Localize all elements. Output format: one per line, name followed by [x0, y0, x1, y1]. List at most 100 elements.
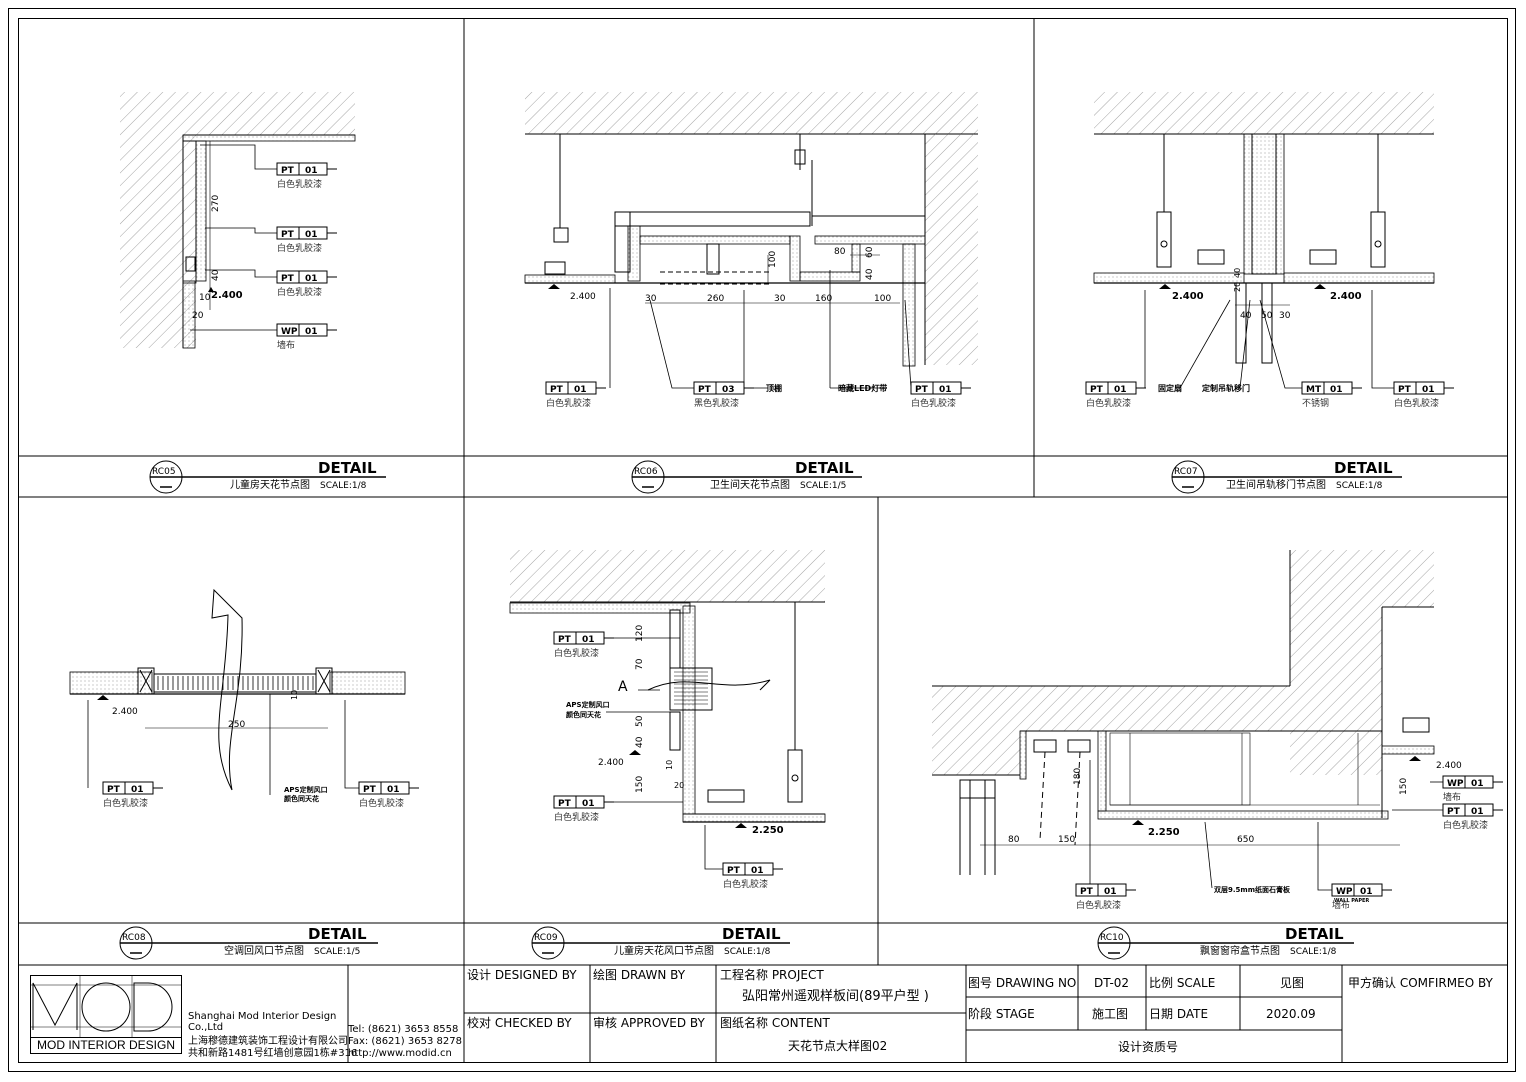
tag-label: 白色乳胶漆 — [277, 286, 322, 298]
tag-label: 白色乳胶漆 — [103, 797, 148, 809]
tag-code: PT — [1447, 807, 1461, 817]
tag-label: 黑色乳胶漆 — [694, 397, 739, 409]
tag-code: WP — [1447, 779, 1464, 789]
detail-heading: DETAIL — [308, 925, 367, 943]
tag-number: 01 — [939, 385, 952, 395]
tag-label: 墙布 — [1332, 899, 1350, 911]
title-block-lines — [347, 965, 1343, 1063]
tag-label: 白色乳胶漆 — [277, 178, 322, 190]
checked-by-label: 校对 CHECKED BY — [467, 1016, 572, 1030]
rc07-dim: 20 — [1233, 282, 1242, 292]
approved-by-label: 审核 APPROVED BY — [593, 1016, 705, 1030]
rc09-level: 2.400 — [598, 758, 624, 768]
rc07-note: 定制吊轨移门 — [1201, 383, 1250, 393]
rc07-dim: 30 — [1279, 311, 1291, 321]
tag-code: WP — [281, 327, 298, 337]
tag-label: 白色乳胶漆 — [1394, 397, 1439, 409]
company-website[interactable]: http://www.modid.cn — [348, 1048, 452, 1059]
rc05-dim: 270 — [211, 195, 221, 212]
tag-number: 01 — [305, 274, 318, 284]
detail-scale: SCALE:1/5 — [314, 947, 360, 957]
detail-heading: DETAIL — [795, 459, 854, 477]
content-label: 图纸名称 CONTENT — [720, 1016, 830, 1030]
rc06-dim: 40 — [865, 268, 875, 280]
tag-label: 墙布 — [1443, 791, 1461, 803]
tag-code: PT — [281, 230, 295, 240]
tag-number: 01 — [751, 866, 764, 876]
rc08-level: 2.400 — [112, 707, 138, 717]
tag-code: PT — [727, 866, 741, 876]
detail-scale: SCALE:1/8 — [1336, 481, 1383, 491]
scale-value: 见图 — [1280, 976, 1305, 990]
detail-id: RC10 — [1100, 933, 1124, 943]
rc08-drawing — [69, 588, 406, 791]
detail-heading: DETAIL — [1285, 925, 1344, 943]
rc06-dim: 160 — [815, 294, 832, 304]
tag-label: 白色乳胶漆 — [1076, 899, 1121, 911]
tag-number: 01 — [305, 327, 318, 337]
tag-code: PT — [363, 785, 377, 795]
tag-number: 01 — [1330, 385, 1343, 395]
drawing-frame — [8, 8, 1516, 1072]
rc10-dim: 650 — [1237, 835, 1254, 845]
material-tag: WP 01 墙布 — [1430, 775, 1503, 803]
detail-id: RC08 — [122, 933, 146, 943]
rc10-dim: 150 — [1058, 835, 1075, 845]
detail-scale: SCALE:1/8 — [724, 947, 771, 957]
company-address: 共和新路1481号红墙创意园1栋#316 — [188, 1048, 358, 1059]
tag-label: 白色乳胶漆 — [546, 397, 591, 409]
tag-label: 白色乳胶漆 — [1086, 397, 1131, 409]
tag-code: WP — [1336, 887, 1353, 897]
rc10-dim: 150 — [1399, 778, 1409, 795]
mod-logo: MOD INTERIOR DESIGN — [30, 975, 182, 1054]
tag-number: 01 — [387, 785, 400, 795]
logo-caption: MOD INTERIOR DESIGN — [30, 1037, 182, 1054]
tag-label: 白色乳胶漆 — [554, 811, 599, 823]
detail-id: RC05 — [152, 467, 176, 477]
detail-title: 卫生间吊轨移门节点图 — [1226, 478, 1326, 491]
rc07-dim: 40 — [1233, 268, 1242, 278]
rc05-drawing — [120, 92, 356, 349]
tag-code: PT — [550, 385, 564, 395]
tag-number: 01 — [305, 166, 318, 176]
rc09-level: 2.250 — [752, 825, 784, 836]
rc09-note: 颜色同天花 — [566, 710, 601, 719]
project-label: 工程名称 PROJECT — [720, 968, 824, 982]
rc06-dim: 30 — [645, 294, 657, 304]
client-confirm-label: 甲方确认 COMFIRMEO BY — [1348, 976, 1493, 990]
tag-label: 白色乳胶漆 — [911, 397, 956, 409]
detail-title: 飘窗窗帘盒节点图 — [1200, 944, 1280, 957]
drawing-border — [18, 18, 1508, 1063]
rc09-dim: 70 — [635, 658, 645, 670]
tag-code: MT — [1306, 385, 1322, 395]
company-name-cn: 上海穆德建筑装饰工程设计有限公司 — [188, 1036, 348, 1047]
tag-label: 白色乳胶漆 — [277, 242, 322, 254]
tag-number: 01 — [1471, 779, 1484, 789]
rc06-note: 顶棚 — [766, 383, 782, 393]
tag-number: 01 — [1422, 385, 1435, 395]
tag-code: PT — [915, 385, 929, 395]
scale-label: 比例 SCALE — [1149, 976, 1216, 990]
rc05-dim: 20 — [192, 311, 204, 321]
tag-label: 白色乳胶漆 — [1443, 819, 1488, 831]
drawing-no: DT-02 — [1094, 976, 1130, 990]
rc06-dim: 100 — [874, 294, 891, 304]
detail-title: 儿童房天花节点图 — [230, 478, 310, 491]
